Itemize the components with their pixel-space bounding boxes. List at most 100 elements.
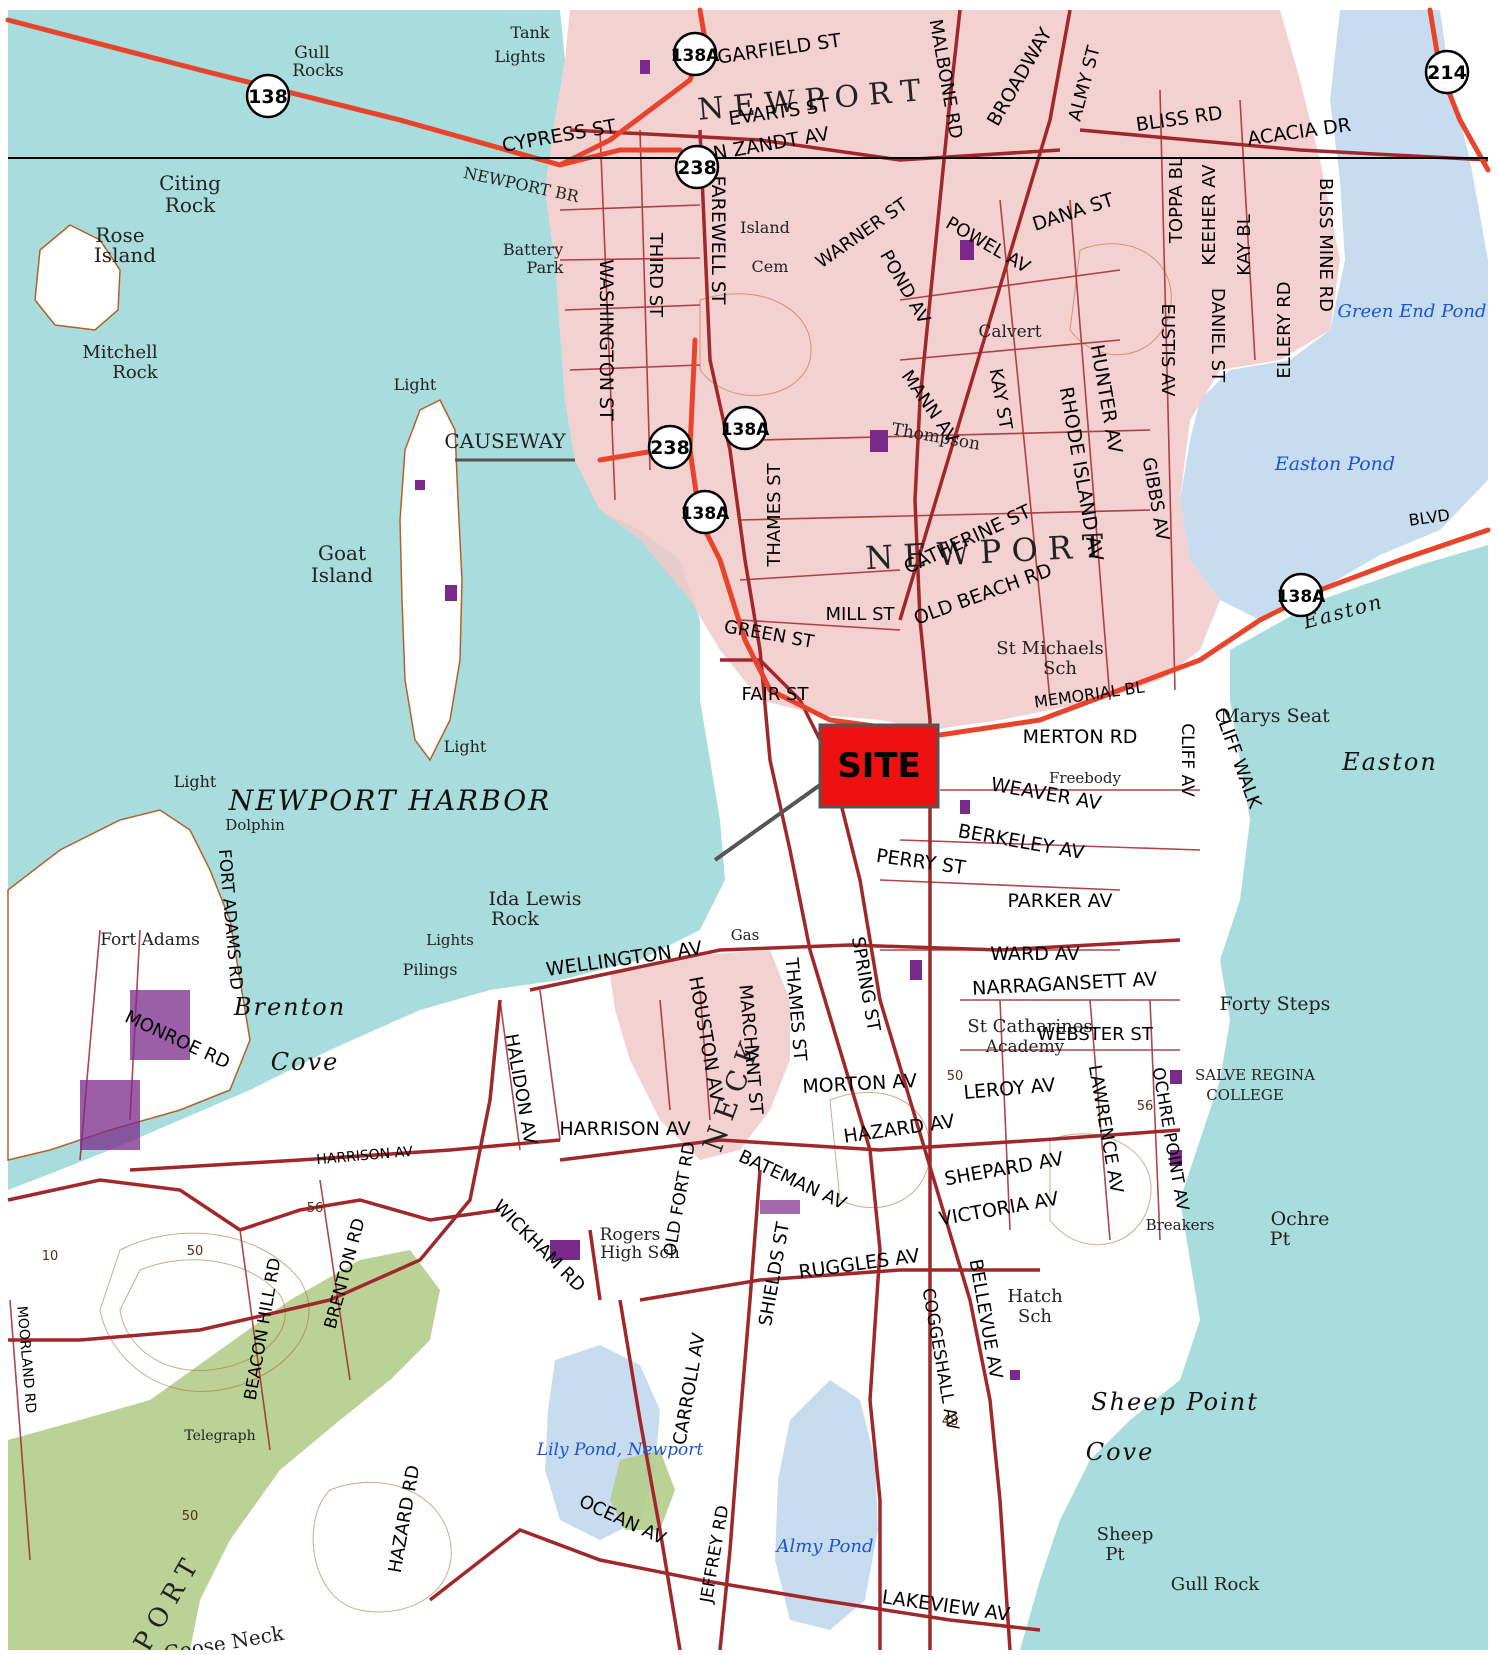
forest-patch-mid <box>610 1450 675 1530</box>
place-label-ida-lewis-rock-2: Rock <box>491 908 539 930</box>
place-label-rose-island: Rose <box>95 223 144 247</box>
place-label-rose-island-2: Island <box>94 243 156 267</box>
place-label-pilings: Pilings <box>403 960 458 979</box>
route-shield-circle <box>674 144 720 190</box>
route-shield-r238-mid: 238 <box>647 424 693 470</box>
rose-island-land <box>34 224 121 331</box>
place-label-light-3: Light <box>174 772 217 791</box>
spot-height: 50 <box>182 1509 199 1524</box>
place-label-lights-tank: Lights <box>495 47 546 66</box>
place-label-st-michaels: St Michaels <box>996 638 1104 659</box>
place-label-mitchell-rock: Mitchell <box>82 342 158 363</box>
street-label-toppa-bl: TOPPA BL <box>1166 157 1187 244</box>
building-markers <box>80 60 1182 1380</box>
place-label-dolphin: Dolphin <box>225 816 285 834</box>
route-shield-label: 238 <box>650 437 690 459</box>
urban-area-south <box>610 950 790 1160</box>
street-label-parker-av: PARKER AV <box>1008 890 1113 912</box>
forest-patch-west <box>8 1250 440 1650</box>
place-label-island-cem: Island <box>740 218 790 237</box>
street-label-fair-st: FAIR ST <box>742 684 810 705</box>
place-label-island-cem-2: Cem <box>752 257 789 276</box>
place-label-hatch-sch-2: Sch <box>1018 1306 1052 1327</box>
spot-height: 10 <box>42 1249 59 1264</box>
place-label-st-catharines: St Catharines <box>967 1016 1092 1037</box>
route-shield-circle <box>1278 572 1324 618</box>
goat-island-land <box>399 398 463 762</box>
place-label-breakers: Breakers <box>1146 1216 1215 1234</box>
site-box <box>818 723 940 809</box>
place-label-sheep-pt: Sheep <box>1097 1524 1154 1545</box>
easton-bay-water <box>1020 545 1488 1650</box>
place-label-marys-seat: Marys Seat <box>1220 705 1330 727</box>
street-label-ward-av: WARD AV <box>990 943 1079 965</box>
place-label-ochre-pt: Ochre <box>1271 1208 1330 1230</box>
place-label-college: COLLEGE <box>1206 1086 1284 1104</box>
site-label: SITE <box>837 746 921 786</box>
route-shield-r138a-top: 138A <box>671 31 720 77</box>
spot-height: 50 <box>187 1244 204 1259</box>
spot-height: 48 <box>942 1414 959 1429</box>
street-label-kay-bl: KAY BL <box>1234 214 1255 276</box>
place-label-goat-island: Goat <box>318 541 366 565</box>
water-label-newport-harbor: NEWPORT HARBOR <box>228 784 552 817</box>
pond-label-almy-pond: Almy Pond <box>774 1536 873 1557</box>
site-marker[interactable]: SITE <box>818 723 940 809</box>
route-shield-label: 138 <box>248 86 288 108</box>
route-shield-circle <box>245 73 291 119</box>
street-label-daniel-st: DANIEL ST <box>1207 288 1228 383</box>
place-label-battery-park: Battery <box>503 240 563 259</box>
place-label-calvert: Calvert <box>978 322 1041 342</box>
street-label-eustis-av: EUSTIS AV <box>1157 304 1178 398</box>
route-shield-label: 238 <box>677 157 717 179</box>
route-shield-r138: 138 <box>245 73 291 119</box>
place-label-telegraph: Telegraph <box>184 1428 255 1444</box>
almy-pond-water <box>775 1380 878 1630</box>
route-shield-label: 138A <box>1277 587 1326 607</box>
water-label-brenton: Brenton <box>233 993 346 1021</box>
route-shield-label: 138A <box>671 46 720 66</box>
route-shield-r138a-east: 138A <box>1277 572 1326 618</box>
place-label-freebody: Freebody <box>1049 769 1122 787</box>
place-label-ochre-pt-2: Pt <box>1270 1228 1291 1250</box>
place-label-mitchell-rock-2: Rock <box>112 362 158 383</box>
route-shield-label: 138A <box>681 504 730 524</box>
place-label-light-2: Light <box>444 737 487 756</box>
place-label-lights-rock: Lights <box>426 931 474 949</box>
route-shield-circle <box>1424 49 1470 95</box>
place-label-fort-adams: Fort Adams <box>100 930 200 950</box>
place-label-forty-steps: Forty Steps <box>1220 993 1331 1015</box>
street-label-ellery-rd: ELLERY RD <box>1274 281 1295 378</box>
street-label-third-st: THIRD ST <box>645 232 666 318</box>
route-shield-circle <box>672 31 718 77</box>
street-label-farewell-st: FAREWELL ST <box>707 175 729 304</box>
street-label-mill-st: MILL ST <box>825 604 895 625</box>
place-label-citing-rock-2: Rock <box>165 193 216 217</box>
street-label-washington-st: WASHINGTON ST <box>595 259 617 421</box>
street-label-cliff-av: CLIFF AV <box>1177 723 1197 797</box>
place-label-rogers-2: High Sch <box>600 1243 680 1263</box>
site-leader-line <box>713 783 822 862</box>
place-label-st-catharines-2: Academy <box>985 1037 1065 1057</box>
place-label-rogers: Rogers <box>600 1225 661 1245</box>
water-label-cove-west: Cove <box>271 1048 340 1076</box>
route-shield-circle <box>647 424 693 470</box>
route-shield-r238-top: 238 <box>674 144 720 190</box>
place-label-citing-rock: Citing <box>159 171 221 195</box>
place-label-causeway: CAUSEWAY <box>444 429 566 453</box>
street-grid <box>9 89 1256 1561</box>
water-label-sheep-point: Sheep Point <box>1091 1388 1259 1416</box>
contour-lines <box>99 243 1172 1613</box>
water-label-cove-east: Cove <box>1086 1438 1155 1466</box>
place-label-goat-island-2: Island <box>311 563 373 587</box>
street-label-keeher-av: KEEHER AV <box>1199 164 1220 266</box>
place-label-tank: Tank <box>511 23 550 42</box>
route-shield-label: 214 <box>1427 62 1467 84</box>
place-label-hatch-sch: Hatch <box>1007 1286 1063 1307</box>
place-label-ida-lewis-rock: Ida Lewis <box>489 888 582 910</box>
place-label-gull-rocks-2: Rocks <box>292 61 344 81</box>
place-label-gas: Gas <box>731 926 760 944</box>
